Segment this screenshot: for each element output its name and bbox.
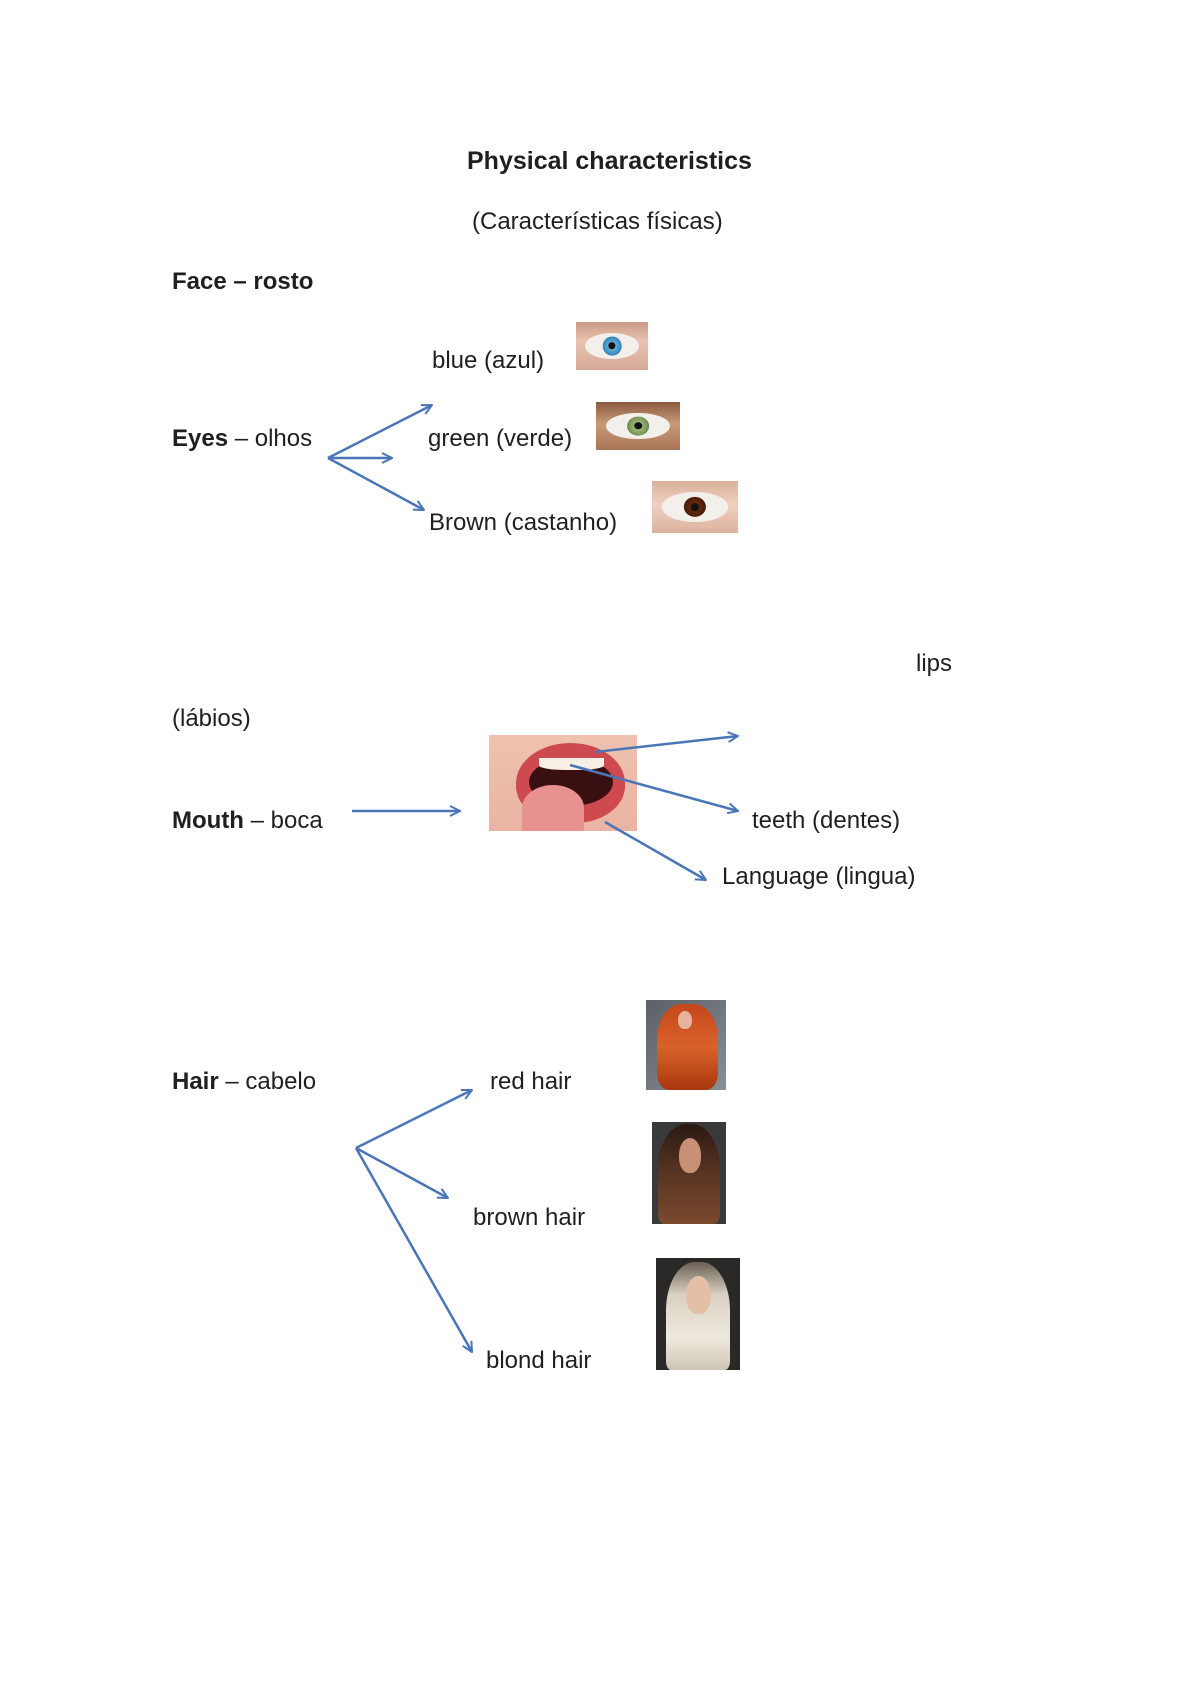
mouth-label: Mouth – boca [172, 809, 323, 833]
teeth-label: teeth (dentes) [752, 807, 901, 834]
hair-option-red: red hair [490, 1068, 572, 1095]
hair-label-translation: – cabelo [218, 1068, 317, 1095]
hair-arrow-blond [354, 1147, 472, 1352]
green-eye-image [596, 402, 680, 450]
mouth-label-translation: – boca [243, 807, 323, 834]
lips-translation: (lábios) [172, 705, 251, 732]
eyes-label-bold: Eyes [172, 425, 229, 452]
brown-hair-image [652, 1122, 726, 1224]
eye-option-green: green (verde) [428, 425, 573, 452]
blond-hair-image [656, 1258, 740, 1370]
hair-option-brown: brown hair [473, 1204, 586, 1231]
mouth-label-bold: Mouth [172, 807, 244, 834]
eye-option-blue: blue (azul) [432, 347, 545, 374]
hair-arrow-brown [355, 1146, 448, 1200]
eyes-arrow-brown [327, 456, 424, 512]
brown-eye-image [652, 481, 738, 533]
eyes-label-translation: – olhos [228, 425, 313, 452]
page-subtitle: (Características físicas) [472, 208, 723, 235]
hair-label: Hair – cabelo [172, 1070, 316, 1094]
blue-eye-image [576, 322, 648, 370]
hair-label-bold: Hair [172, 1068, 219, 1095]
red-hair-image [646, 1000, 726, 1090]
language-arrow [604, 820, 706, 880]
language-label: Language (lingua) [722, 863, 916, 890]
eyes-label: Eyes – olhos [172, 427, 312, 451]
face-heading: Face – rosto [172, 268, 314, 295]
hair-arrow-red [355, 1088, 472, 1150]
page-title: Physical characteristics [467, 147, 752, 175]
lips-arrow [594, 736, 738, 754]
eye-option-brown: Brown (castanho) [429, 509, 618, 536]
hair-option-blond: blond hair [486, 1347, 592, 1374]
eyes-arrow-blue [327, 403, 432, 460]
lips-label: lips [916, 650, 953, 677]
teeth-arrow [569, 763, 738, 811]
